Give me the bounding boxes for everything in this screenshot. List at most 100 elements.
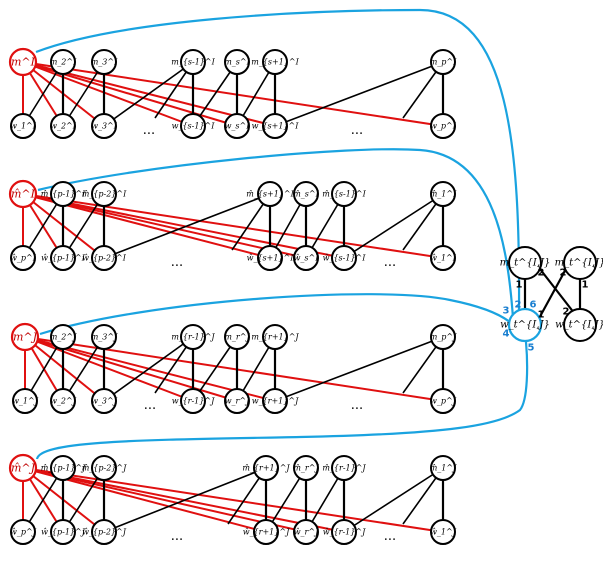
top-node-label: m_{s+1}^I [251, 58, 299, 67]
bottom-node-label: ŵ_1^I [430, 254, 457, 263]
top-node-label: m̂_s^I [293, 190, 319, 199]
bottom-node-4-2 [50, 519, 76, 545]
bottom-node-label: ŵ_{p-1}^I [41, 254, 86, 263]
bottom-node-2-7 [430, 245, 456, 271]
bottom-node-2-6 [331, 245, 357, 271]
bottom-node-3-2 [50, 388, 76, 414]
port-blue-5: 5 [528, 343, 535, 354]
red-edge-2-6 [22, 193, 345, 259]
black-diagonal-2-4 [103, 193, 271, 259]
bottom-node-label: w_{s+1}^I [252, 122, 300, 131]
top-node-label: m̂^I [11, 188, 36, 201]
top-node-1-1 [8, 47, 38, 77]
bottom-node-4-1 [10, 519, 36, 545]
bottom-node-1-2 [50, 113, 76, 139]
top-node-2-5 [293, 181, 319, 207]
gadget-node-hub [507, 307, 543, 343]
bottom-node-3-4 [180, 388, 206, 414]
top-node-1-5 [224, 49, 250, 75]
top-node-3-3 [91, 324, 117, 350]
bottom-node-2-3 [91, 245, 117, 271]
top-node-label: m_{s-1}^I [171, 58, 215, 67]
ellipsis: ... [171, 529, 183, 544]
port-black-1b: 1 [582, 280, 589, 291]
top-node-2-2 [50, 181, 76, 207]
bottom-node-1-7 [430, 113, 456, 139]
bottom-node-label: w_p^I [430, 122, 457, 131]
bottom-node-label: w_2^J [50, 397, 77, 406]
port-blue-4: 4 [503, 329, 510, 340]
top-node-4-6 [331, 455, 357, 481]
bottom-node-label: w_1^J [12, 397, 39, 406]
bottom-node-4-6 [331, 519, 357, 545]
top-node-label: m̂_r^J [293, 464, 319, 473]
blue-edge-row1 [35, 8, 521, 311]
bottom-node-label: ŵ_p^I [10, 254, 37, 263]
bottom-node-2-5 [293, 245, 319, 271]
red-edge-3-4 [24, 336, 194, 402]
gadget-node-top-right [563, 246, 597, 280]
port-black-1: 1 [516, 280, 523, 291]
bottom-node-3-5 [224, 388, 250, 414]
top-node-label: m_r^J [224, 333, 250, 342]
bottom-node-label: ŵ_p^J [10, 528, 37, 537]
bottom-node-label: w_{r+1}^J [252, 397, 299, 406]
bottom-node-label: ŵ_{p-2}^I [82, 254, 127, 263]
ellipsis: ... [351, 398, 363, 413]
bottom-node-4-7 [430, 519, 456, 545]
bottom-node-label: ŵ_{r+1}^J [243, 528, 290, 537]
ellipsis: ... [143, 123, 155, 138]
red-edge-1-4 [22, 61, 194, 127]
top-node-1-3 [91, 49, 117, 75]
black-diagonal-4-4 [103, 467, 267, 533]
bottom-node-1-5 [224, 113, 250, 139]
black-diagonal-3-4 [103, 336, 194, 402]
bottom-node-1-1 [10, 113, 36, 139]
gadget-node-bottom-right [563, 308, 597, 342]
top-node-label: m̂_{s+1}^I [246, 190, 294, 199]
top-node-4-4 [253, 455, 279, 481]
bottom-node-label: w_p^J [430, 397, 457, 406]
top-node-label: m^J [13, 331, 38, 344]
bottom-node-4-5 [293, 519, 319, 545]
gadget-top-left-label: m_t^{I,J} [500, 258, 551, 269]
bottom-node-2-1 [10, 245, 36, 271]
bottom-node-3-1 [12, 388, 38, 414]
top-node-4-7 [430, 455, 456, 481]
ellipsis: ... [144, 398, 156, 413]
top-node-label: m̂_{p-1}^J [41, 464, 86, 473]
port-black-2a: 2 [538, 268, 545, 279]
top-node-1-2 [50, 49, 76, 75]
top-node-label: m̂_{p-1}^I [41, 190, 86, 199]
top-node-label: m_{r+1}^J [251, 333, 299, 342]
top-node-3-1 [10, 322, 40, 352]
top-node-label: m_3^J [91, 333, 118, 342]
top-node-label: m_2^J [50, 333, 77, 342]
top-node-3-7 [430, 324, 456, 350]
top-node-label: m̂^J [11, 462, 36, 475]
ellipsis: ... [171, 255, 183, 270]
top-node-2-6 [331, 181, 357, 207]
ellipsis: ... [351, 123, 363, 138]
top-node-label: m̂_{p-2}^I [82, 190, 127, 199]
black-diagonal-1-7 [274, 61, 444, 127]
gadget-group: m_t^{I,J} m_t^{I,J} w_t^{I,J} w_t^{I,J} … [500, 246, 603, 354]
top-node-label: m_{r-1}^J [171, 333, 215, 342]
red-edge-3-3 [24, 336, 105, 402]
top-node-label: m̂_1^J [430, 464, 457, 473]
bottom-node-label: ŵ_{r-1}^J [323, 528, 366, 537]
bottom-node-label: w_3^I [91, 122, 118, 131]
gadget-top-right-label: m_t^{I,J} [555, 258, 603, 269]
black-diagonal-2-7 [343, 193, 444, 259]
bottom-node-4-4 [253, 519, 279, 545]
top-node-2-4 [257, 181, 283, 207]
bottom-node-label: w_2^I [50, 122, 77, 131]
top-node-label: m̂_{s-1}^I [322, 190, 366, 199]
black-diagonal-1-4 [103, 61, 194, 127]
gadget-node-top-left [508, 246, 542, 280]
top-node-4-3 [91, 455, 117, 481]
